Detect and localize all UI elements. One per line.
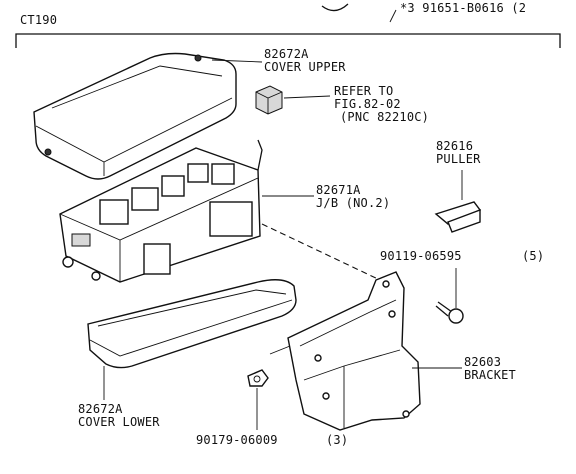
refer-line-1: REFER TO (334, 84, 394, 98)
refer-line-3: (PNC 82210C) (340, 110, 430, 124)
junction-block-drawing (59, 139, 263, 283)
bolt-number: 90119-06595 (380, 249, 462, 263)
leader-cover-upper (211, 59, 263, 63)
frame-line (15, 33, 561, 48)
relay-drawing (255, 85, 283, 115)
note-tick (389, 9, 397, 23)
cover-upper-number: 82672A (264, 47, 309, 61)
jb-name: J/B (NO.2) (316, 196, 391, 210)
cover-lower-name: COVER LOWER (78, 415, 160, 429)
bolt-qty: (5) (522, 249, 545, 263)
cover-lower-drawing (87, 279, 297, 369)
clip-number: 90179-06009 (196, 433, 278, 447)
cover-upper-drawing (33, 52, 237, 180)
puller-drawing (434, 201, 482, 233)
partial-ring (321, 3, 349, 12)
bolt-drawing (435, 301, 464, 324)
clip-drawing (247, 369, 269, 387)
bracket-number: 82603 (464, 355, 502, 369)
header-note: *3 91651-B0616 (2 (400, 1, 527, 15)
cover-upper-name: COVER UPPER (264, 60, 346, 74)
puller-name: PULLER (436, 152, 481, 166)
clip-qty: (3) (326, 433, 349, 447)
model-label: CT190 (20, 13, 58, 27)
puller-number: 82616 (436, 139, 474, 153)
alignment-dashed-line (261, 223, 381, 281)
cover-lower-number: 82672A (78, 402, 123, 416)
jb-number: 82671A (316, 183, 361, 197)
bracket-drawing (269, 271, 421, 431)
refer-line-2: FIG.82-02 (334, 97, 401, 111)
bracket-name: BRACKET (464, 368, 516, 382)
leader-relay (283, 95, 331, 99)
